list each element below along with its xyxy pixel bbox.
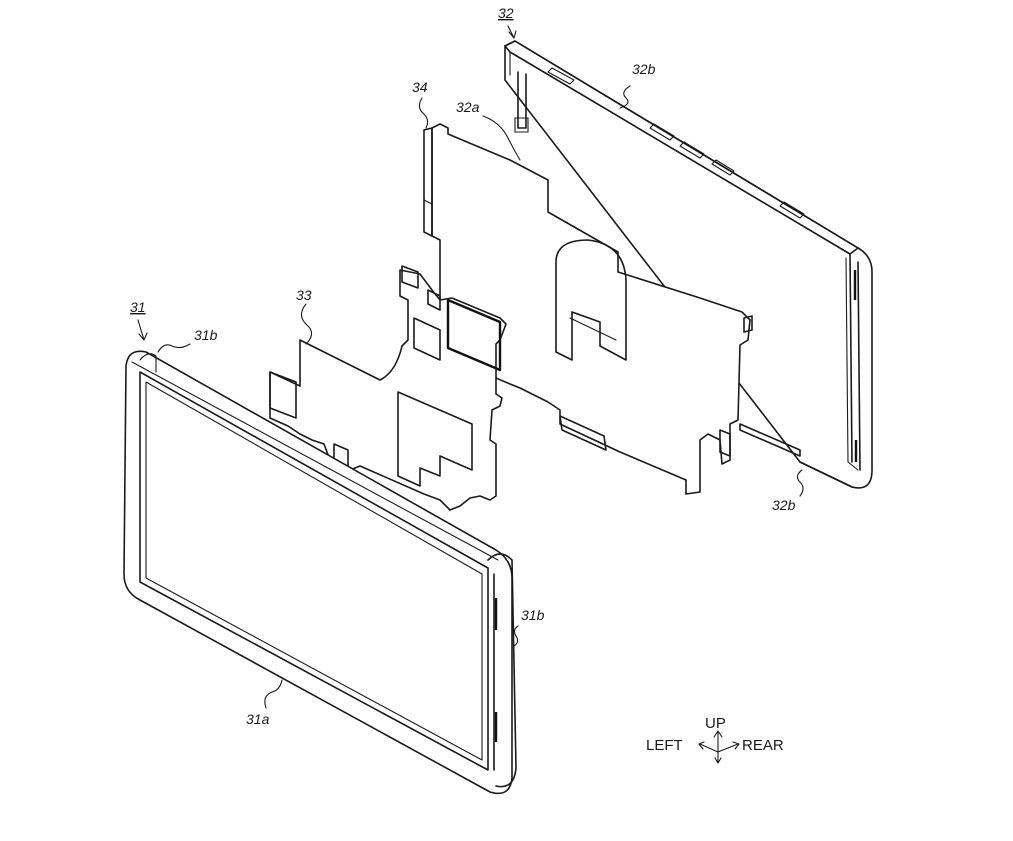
orientation-up-label: UP bbox=[705, 715, 726, 732]
rear-arrowhead-icon bbox=[732, 741, 740, 750]
down-arrowhead-icon bbox=[714, 757, 722, 764]
orientation-indicator: UP LEFT REAR bbox=[646, 715, 784, 764]
ref-31-arrowhead bbox=[138, 332, 148, 341]
ref-31-arrow bbox=[137, 319, 145, 341]
ref-label-32: 32 bbox=[498, 5, 514, 21]
ref-label-33: 33 bbox=[296, 287, 312, 303]
rear-housing-32 bbox=[504, 40, 873, 489]
reference-labels: 32 32b 34 32a 33 31 31b 31b 31a 32b bbox=[130, 5, 804, 727]
label-32b-top: 32b bbox=[632, 61, 656, 77]
label-31a: 31a bbox=[246, 711, 270, 727]
label-31b-side: 31b bbox=[521, 607, 545, 623]
up-arrowhead-icon bbox=[713, 730, 723, 738]
leader-31b-top bbox=[157, 343, 191, 353]
front-frame-31 bbox=[123, 350, 517, 795]
ref-label-31: 31 bbox=[130, 299, 146, 315]
leader-31a bbox=[264, 679, 283, 709]
leader-32b-bottom bbox=[796, 469, 804, 497]
rear-arrow-icon bbox=[717, 743, 739, 753]
ref-32-arrowhead bbox=[508, 30, 517, 39]
shield-plate-34 bbox=[423, 115, 801, 495]
label-32b-bottom: 32b bbox=[772, 497, 796, 513]
leader-32b-top bbox=[619, 85, 631, 109]
orientation-left-label: LEFT bbox=[646, 737, 683, 754]
leader-34 bbox=[418, 97, 429, 129]
orientation-rear-label: REAR bbox=[742, 737, 784, 754]
left-arrow-icon bbox=[699, 743, 719, 753]
label-31b-top: 31b bbox=[194, 327, 218, 343]
ref-label-34: 34 bbox=[412, 79, 428, 95]
leader-31b-side bbox=[513, 625, 519, 647]
left-arrowhead-icon bbox=[698, 741, 705, 750]
label-32a: 32a bbox=[456, 99, 480, 115]
